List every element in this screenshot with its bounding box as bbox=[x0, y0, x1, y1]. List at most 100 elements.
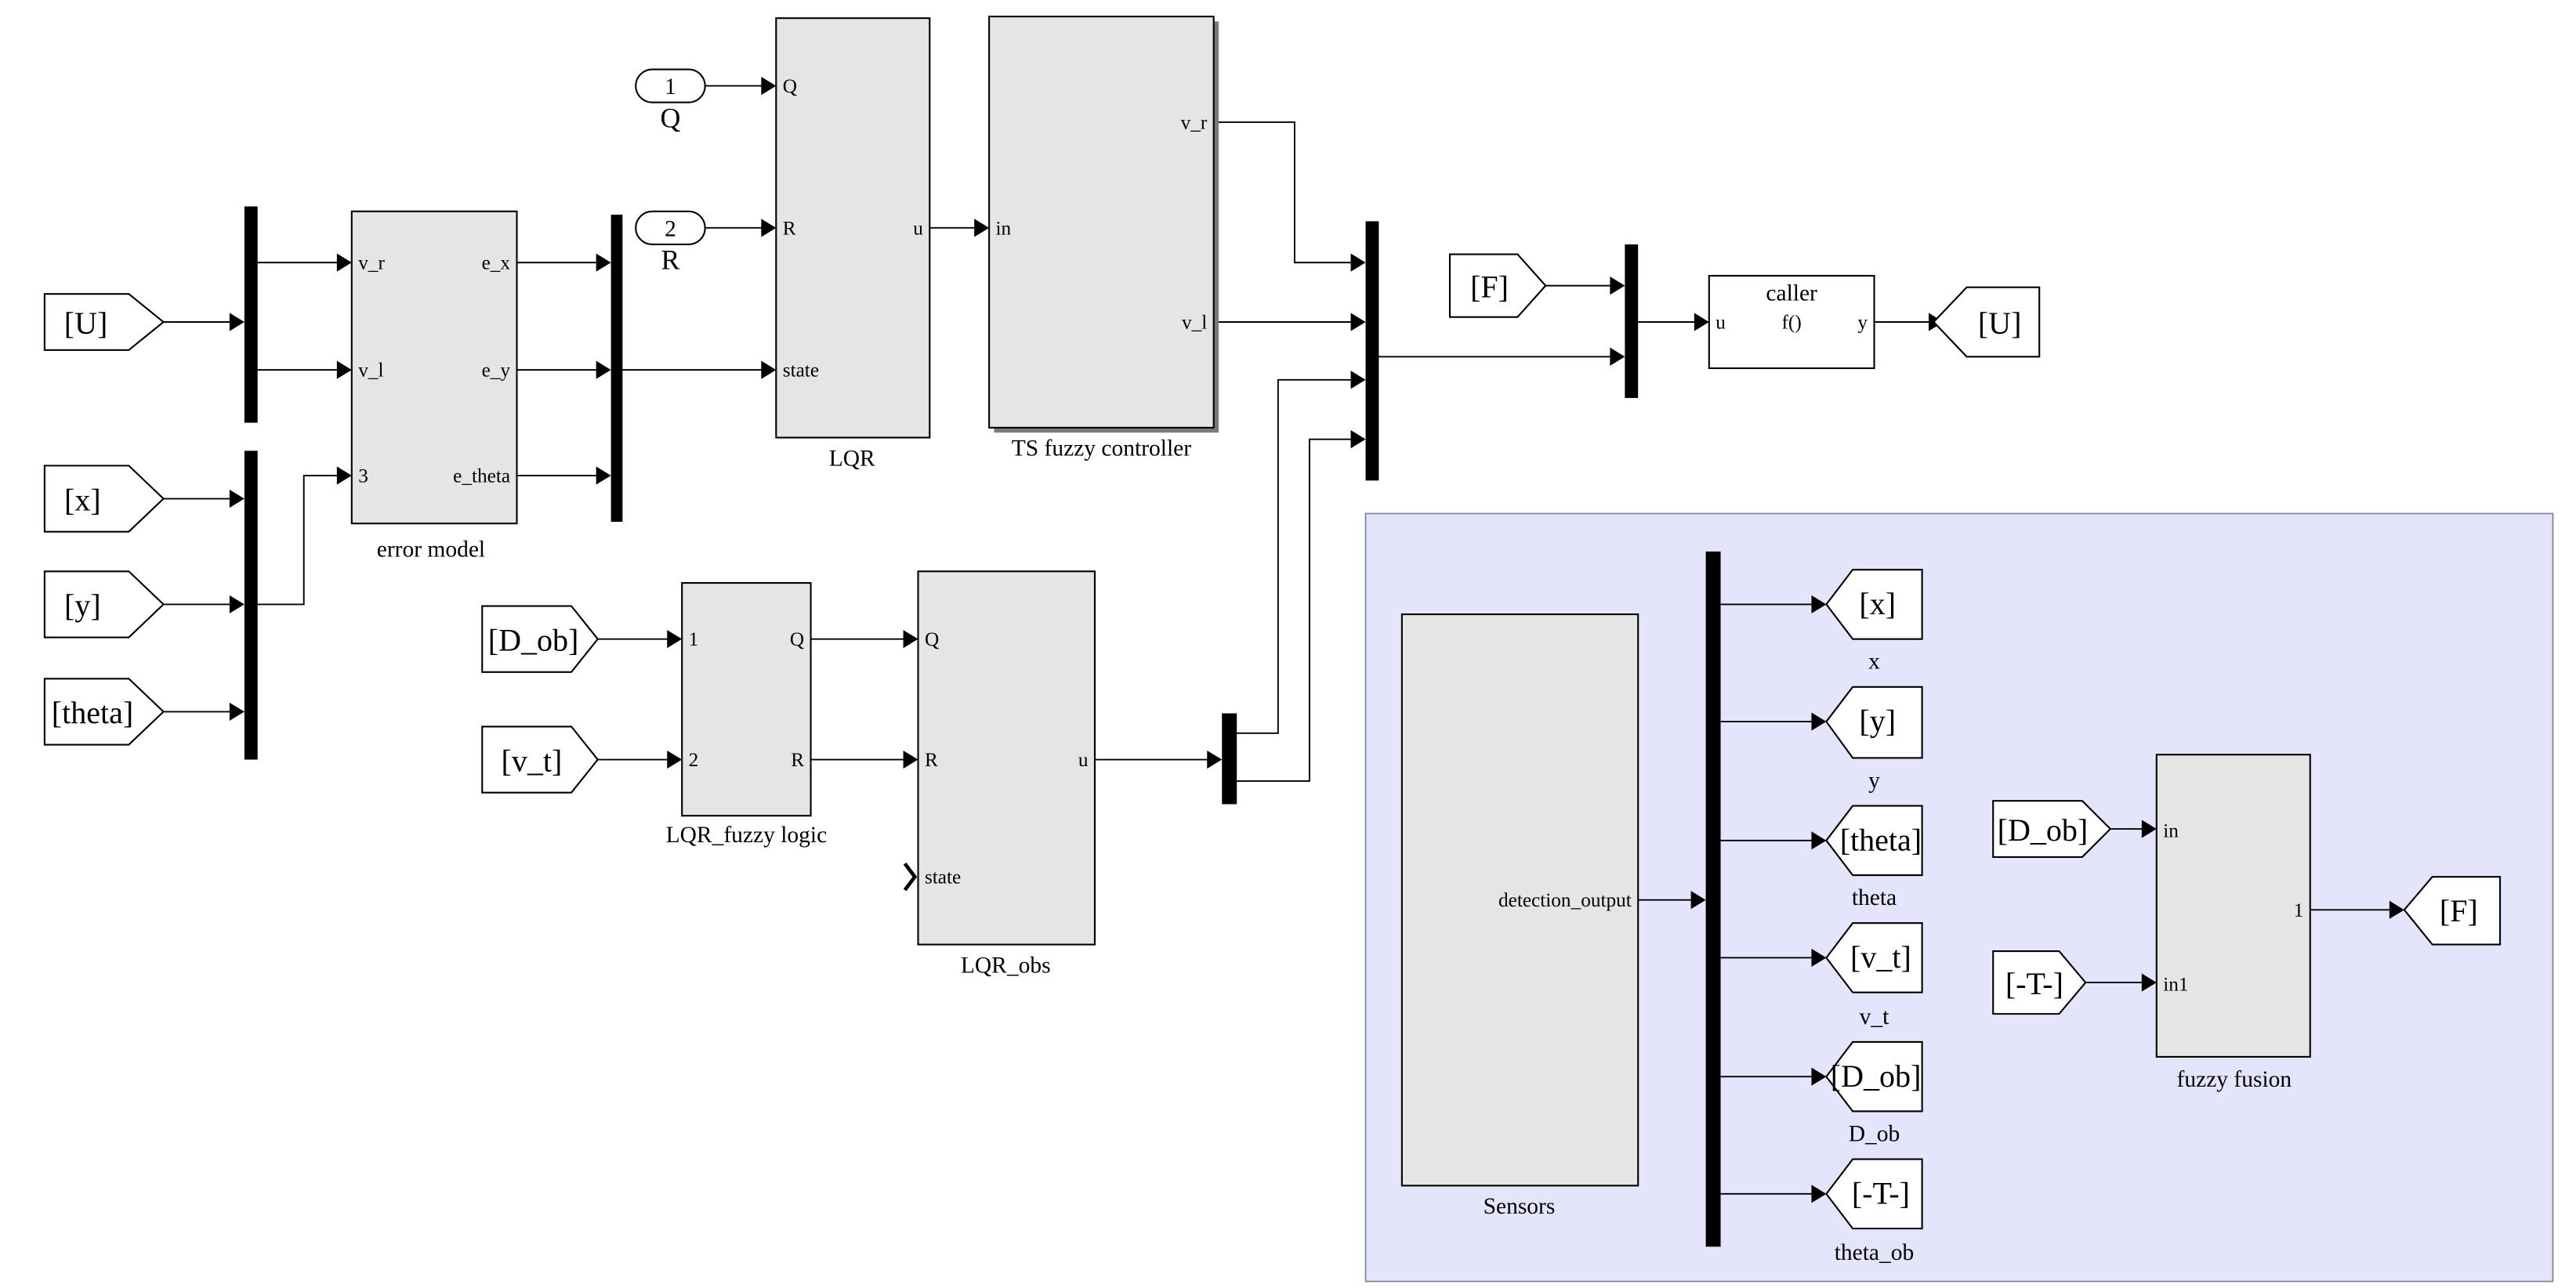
inport-q-number: 1 bbox=[665, 74, 676, 99]
from-theta[interactable]: [theta] bbox=[43, 678, 165, 746]
arrowhead-icon bbox=[1350, 313, 1366, 331]
from-d-ob-fusion-label: [D_ob] bbox=[1998, 812, 2089, 848]
port-r: R bbox=[783, 217, 796, 239]
from-d-ob-fusion[interactable]: [D_ob] bbox=[1992, 800, 2112, 858]
goto-d-ob[interactable]: [D_ob] D_ob bbox=[1825, 1040, 1923, 1146]
port-obs-state: state bbox=[925, 867, 961, 888]
arrowhead-icon bbox=[1811, 831, 1827, 850]
mux-errors[interactable] bbox=[610, 215, 623, 523]
block-caller-name: caller bbox=[1766, 281, 1817, 306]
goto-u-label: [U] bbox=[1978, 306, 2022, 341]
block-caller[interactable]: caller f() u y bbox=[1708, 274, 1875, 370]
arrowhead-icon bbox=[2141, 819, 2157, 838]
block-lqr-obs[interactable]: Q R state u LQR_obs bbox=[903, 570, 1096, 978]
block-ts-fuzzy-controller[interactable]: in v_r v_l TS fuzzy controller bbox=[988, 16, 1219, 461]
inport-r[interactable]: 2 R bbox=[635, 210, 706, 276]
port-fusion-in1: in1 bbox=[2163, 974, 2188, 996]
port-caller-y: y bbox=[1857, 311, 1868, 333]
from-t-fusion[interactable]: [-T-] bbox=[1992, 950, 2087, 1015]
block-fuzzy-fusion-name: fuzzy fusion bbox=[2177, 1067, 2292, 1092]
arrowhead-icon bbox=[1811, 712, 1827, 731]
arrowhead-icon bbox=[1610, 277, 1625, 295]
goto-x-label: [x] bbox=[1859, 586, 1896, 621]
goto-x[interactable]: [x] x bbox=[1825, 569, 1923, 675]
arrowhead-icon bbox=[1694, 313, 1709, 331]
goto-v-t-label: [v_t] bbox=[1850, 939, 1911, 975]
arrowhead-icon bbox=[667, 750, 683, 769]
port-fusion-out: 1 bbox=[2294, 899, 2304, 921]
port-e-x: e_x bbox=[482, 252, 511, 274]
from-y[interactable]: [y] bbox=[43, 570, 165, 639]
block-error-model[interactable]: v_r v_l 3 e_x e_y e_theta error model bbox=[350, 210, 518, 563]
goto-y-name: y bbox=[1868, 768, 1880, 793]
arrowhead-icon bbox=[903, 630, 918, 649]
port-in: in bbox=[996, 217, 1012, 239]
from-theta-label: [theta] bbox=[52, 695, 133, 730]
port-u: u bbox=[913, 217, 923, 239]
wires bbox=[163, 85, 2395, 1195]
mux-caller-input[interactable] bbox=[1625, 244, 1639, 398]
from-d-ob[interactable]: [D_ob] bbox=[481, 605, 600, 673]
from-v-t[interactable]: [v_t] bbox=[481, 725, 600, 794]
inport-q[interactable]: 1 Q bbox=[635, 68, 706, 134]
demux-sensors[interactable] bbox=[1705, 551, 1721, 1247]
arrowhead-icon bbox=[1350, 371, 1366, 389]
block-lqr-name: LQR bbox=[829, 446, 875, 471]
port-q-out: Q bbox=[790, 628, 804, 650]
block-lqr-fuzzy-name: LQR_fuzzy logic bbox=[666, 823, 828, 848]
arrowhead-icon bbox=[1350, 430, 1366, 449]
port-v-r-out: v_r bbox=[1181, 111, 1208, 133]
block-fuzzy-fusion[interactable]: in in1 1 fuzzy fusion bbox=[2155, 754, 2311, 1092]
inport-r-number: 2 bbox=[665, 216, 676, 241]
from-y-label: [y] bbox=[64, 588, 101, 623]
goto-f[interactable]: [F] bbox=[2403, 876, 2502, 946]
goto-theta[interactable]: [theta] theta bbox=[1825, 805, 1923, 910]
mux-xytheta[interactable] bbox=[244, 450, 258, 760]
goto-theta-label: [theta] bbox=[1840, 822, 1922, 857]
wire-mux2-to-port3 bbox=[257, 475, 342, 606]
from-x[interactable]: [x] bbox=[43, 465, 165, 533]
inport-q-name: Q bbox=[661, 102, 681, 133]
goto-theta-name: theta bbox=[1852, 885, 1897, 910]
goto-u[interactable]: [U] bbox=[1932, 286, 2041, 358]
goto-v-t[interactable]: [v_t] v_t bbox=[1825, 922, 1923, 1029]
from-t-fusion-label: [-T-] bbox=[2005, 966, 2063, 1001]
arrowhead-icon bbox=[336, 360, 352, 379]
unconnected-port-chevron-icon bbox=[903, 862, 918, 892]
mux-obs[interactable] bbox=[1222, 713, 1237, 805]
block-caller-body: f() bbox=[1782, 311, 1802, 333]
block-lqr[interactable]: Q R state u LQR bbox=[775, 17, 931, 471]
from-u[interactable]: [U] bbox=[43, 293, 165, 351]
block-ts-fuzzy-name: TS fuzzy controller bbox=[1012, 436, 1192, 461]
port-v-l-out: v_l bbox=[1182, 311, 1207, 333]
port-obs-u: u bbox=[1078, 749, 1089, 771]
goto-x-name: x bbox=[1868, 649, 1880, 675]
port-r-out: R bbox=[791, 749, 804, 771]
from-u-label: [U] bbox=[64, 306, 108, 341]
arrowhead-icon bbox=[1207, 750, 1223, 769]
from-f[interactable]: [F] bbox=[1448, 253, 1547, 318]
arrowhead-icon bbox=[1811, 595, 1827, 614]
arrowhead-icon bbox=[229, 313, 245, 331]
port-e-y: e_y bbox=[482, 360, 511, 382]
port-q: Q bbox=[783, 75, 797, 97]
goto-t[interactable]: [-T-] theta_ob bbox=[1825, 1158, 1923, 1266]
mux-controls[interactable] bbox=[1365, 221, 1379, 481]
goto-f-label: [F] bbox=[2440, 893, 2478, 928]
arrowhead-icon bbox=[229, 489, 245, 508]
arrowhead-icon bbox=[596, 253, 611, 272]
goto-y[interactable]: [y] y bbox=[1825, 686, 1923, 794]
port-e-theta: e_theta bbox=[453, 465, 510, 487]
block-sensors[interactable]: detection_output Sensors bbox=[1400, 613, 1639, 1219]
from-d-ob-label: [D_ob] bbox=[488, 622, 579, 657]
mux-u[interactable] bbox=[244, 206, 258, 423]
arrowhead-icon bbox=[596, 360, 611, 379]
block-lqr-fuzzy-logic[interactable]: 1 2 Q R LQR_fuzzy logic bbox=[666, 581, 828, 848]
port-state: state bbox=[783, 360, 819, 382]
goto-v-t-name: v_t bbox=[1860, 1004, 1889, 1029]
port-v-l: v_l bbox=[358, 360, 383, 382]
wire-ts-vr bbox=[1215, 121, 1356, 264]
arrowhead-icon bbox=[974, 219, 990, 237]
port-obs-r: R bbox=[925, 749, 938, 771]
